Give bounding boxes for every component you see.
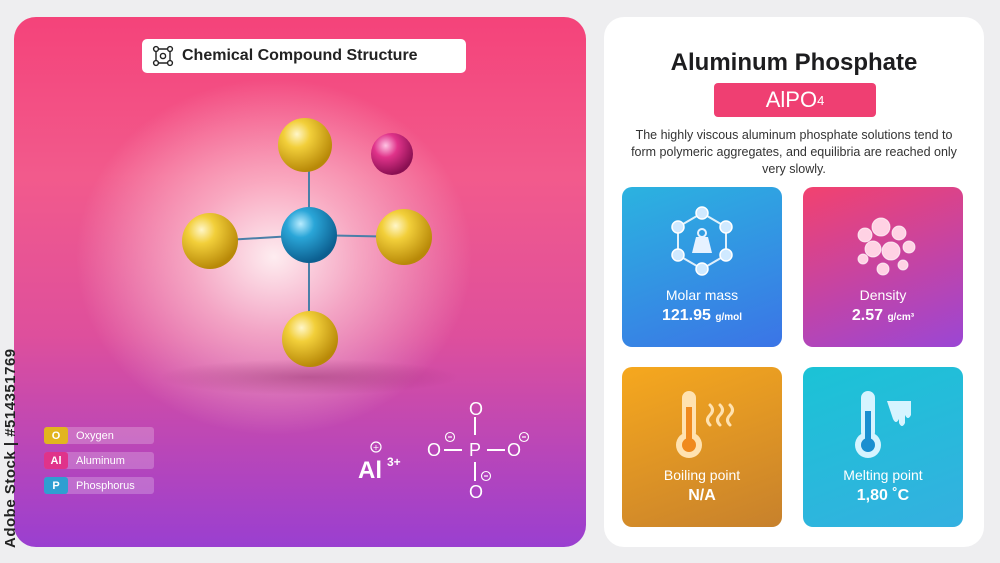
aluminum-ion: + Al 3+ (358, 441, 401, 484)
oxygen-atom-right (376, 209, 432, 265)
density-bubbles-icon (857, 217, 916, 276)
plus-charge-icon (370, 441, 382, 453)
legend-symbol: P (44, 477, 68, 494)
svg-text:+: + (373, 443, 380, 452)
minus-charge-icon (480, 470, 492, 482)
structure-title: Chemical Compound Structure (182, 47, 418, 64)
aluminum-ion-symbol: Al (358, 457, 382, 484)
structure-panel: Chemical Compound Structure (14, 17, 586, 547)
legend-label: Aluminum (76, 454, 125, 467)
melting-point-label: Melting point (843, 467, 923, 483)
compound-description: The highly viscous aluminum phosphate so… (631, 128, 957, 176)
minus-charge-icon (518, 431, 530, 443)
legend-label: Phosphorus (76, 479, 135, 492)
melting-point-card: Melting point 1,80 ˚C (803, 367, 963, 527)
phosphorus-atom (281, 207, 337, 263)
molar-mass-value: 121.95 g/mol (661, 307, 743, 324)
minus-charge-icon (444, 431, 456, 443)
phosphate-oxygen-bottom: O (469, 482, 483, 502)
legend-item-aluminum: Al Aluminum (44, 452, 154, 469)
thermometer-melt-icon (855, 391, 911, 458)
phosphate-formula: O O P O O (427, 399, 530, 502)
density-label: Density (859, 287, 907, 303)
formula-subscript: 4 (817, 92, 825, 108)
thermometer-heat-icon (676, 391, 734, 458)
aluminum-atom (371, 133, 413, 175)
melting-point-value: 1,80 ˚C (856, 487, 910, 504)
oxygen-atom-left (182, 213, 238, 269)
boiling-point-card: Boiling point N/A (622, 367, 782, 527)
oxygen-atom-top (278, 118, 332, 172)
density-card: Density 2.57 g/cm³ (803, 187, 963, 347)
legend-label: Oxygen (76, 429, 114, 442)
compound-name: Aluminum Phosphate (670, 49, 918, 76)
molecule-icon (152, 45, 174, 67)
boiling-point-value: N/A (688, 487, 716, 504)
molar-mass-card: Molar mass 121.95 g/mol (622, 187, 782, 347)
oxygen-atom-bottom (282, 311, 338, 367)
legend-symbol: Al (44, 452, 68, 469)
hexagon-weight-icon (671, 206, 733, 276)
legend-symbol: O (44, 427, 68, 444)
legend-item-oxygen: O Oxygen (44, 427, 154, 444)
boiling-point-label: Boiling point (663, 467, 741, 483)
phosphate-oxygen-right: O (507, 440, 521, 460)
molecule-model: + Al 3+ O O P O O (159, 118, 530, 502)
phosphate-oxygen-left: O (427, 440, 441, 460)
phosphate-phosphorus: P (469, 440, 481, 460)
molecule-shadow (159, 359, 459, 395)
molar-mass-label: Molar mass (665, 287, 739, 303)
formula-main: AlPO (765, 87, 818, 112)
legend-item-phosphorus: P Phosphorus (44, 477, 154, 494)
phosphate-oxygen-top: O (469, 399, 483, 419)
aluminum-ion-charge: 3+ (387, 455, 401, 469)
structure-title-badge: Chemical Compound Structure (142, 39, 466, 73)
density-value: 2.57 g/cm³ (851, 307, 915, 324)
stock-id: Adobe Stock | #514351769 (2, 348, 19, 548)
element-legend: O Oxygen Al Aluminum P Phosphorus (44, 427, 154, 502)
